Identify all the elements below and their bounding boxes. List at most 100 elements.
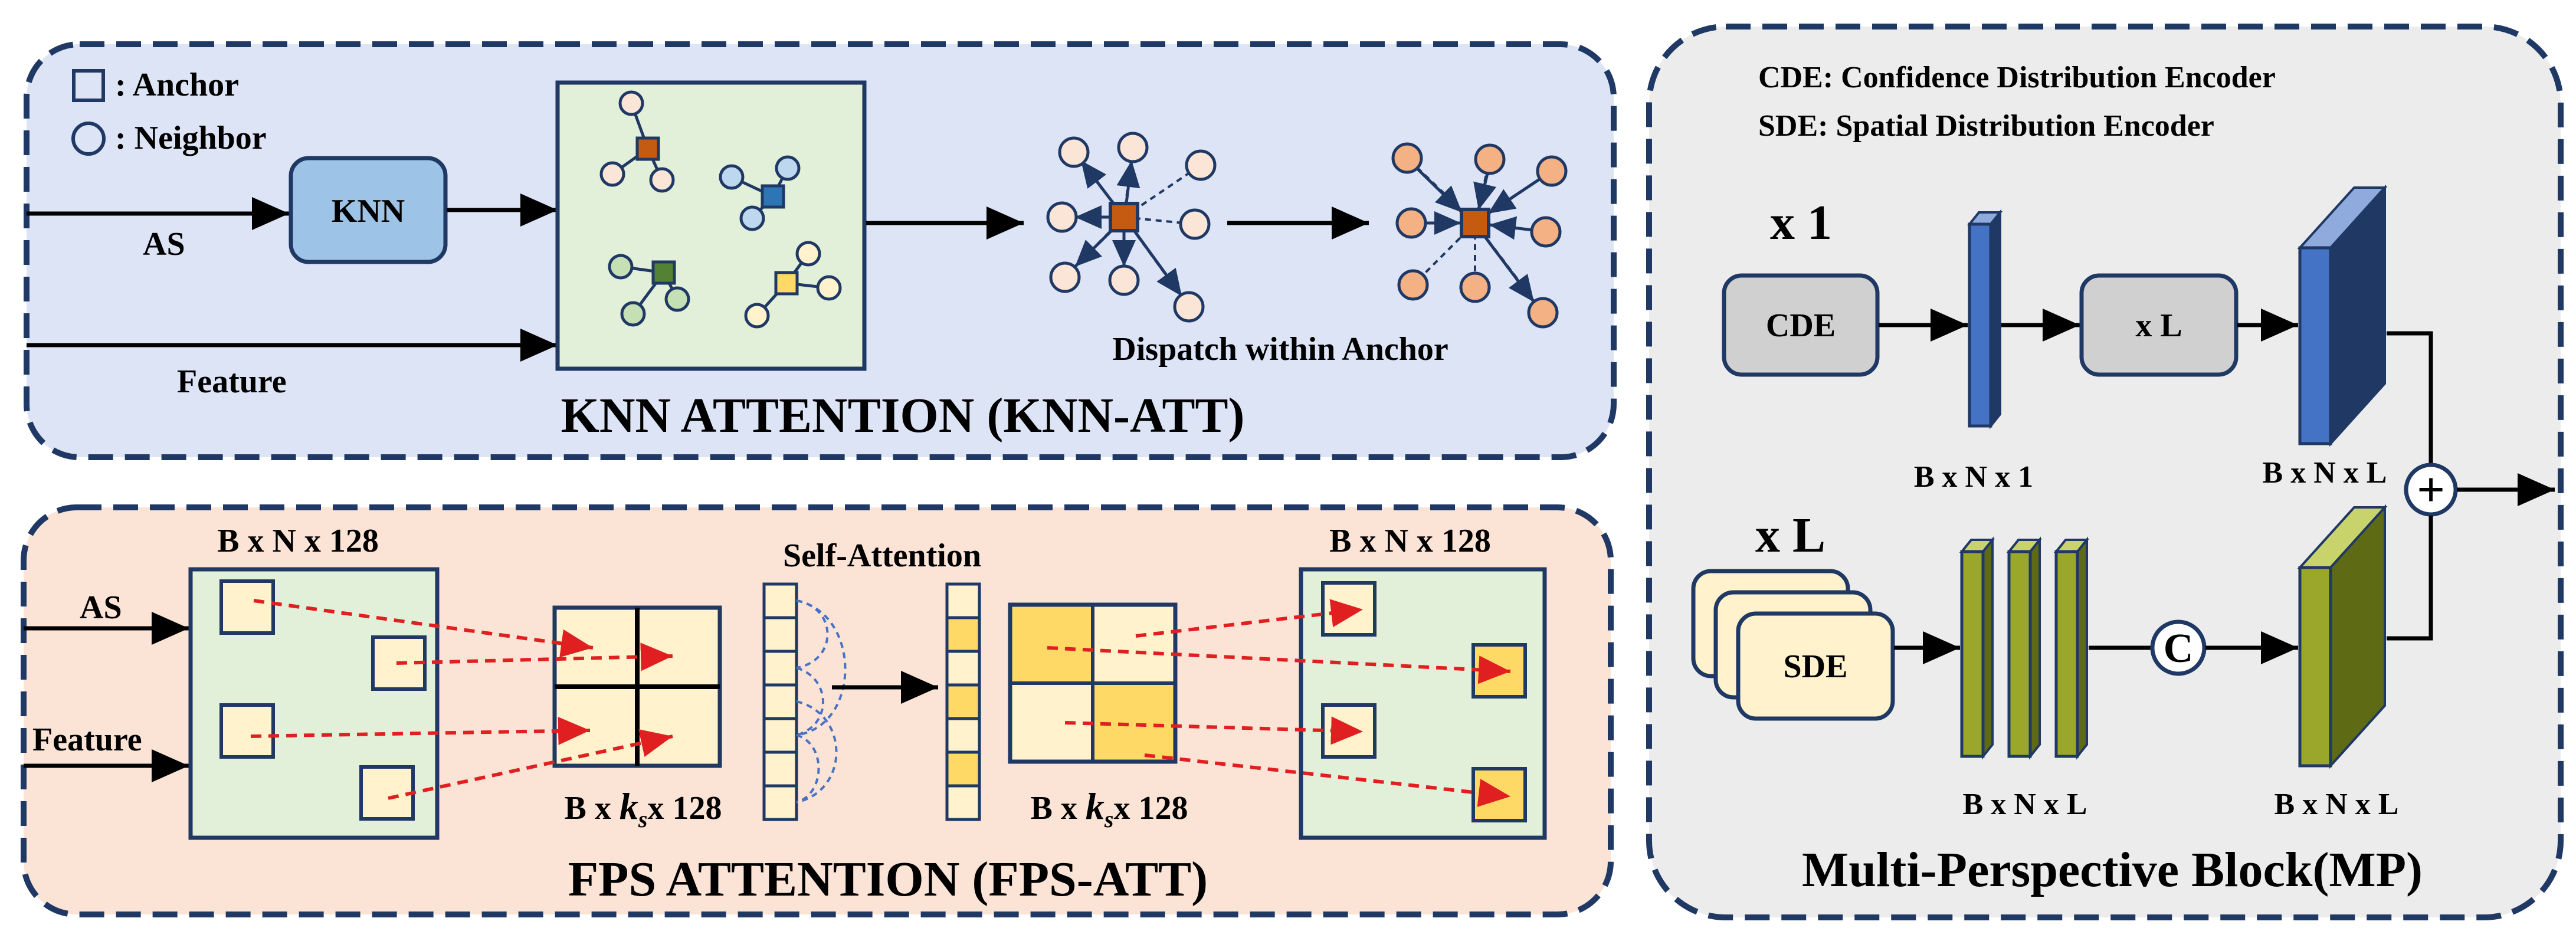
neighbor-node bbox=[739, 205, 765, 231]
anchor-gather-star bbox=[1046, 132, 1217, 323]
sampled-point bbox=[359, 765, 415, 821]
xl-box bbox=[2079, 273, 2239, 377]
xl-top-label: x L bbox=[1755, 508, 1826, 563]
x1-label: x 1 bbox=[1770, 195, 1832, 250]
ks-grid-output bbox=[1008, 602, 1178, 764]
anchor-legend-label: : Anchor bbox=[115, 67, 239, 103]
self-attention-arcs bbox=[796, 599, 847, 804]
cluster-yellow bbox=[744, 241, 842, 329]
dispatch-arrow-red bbox=[1064, 716, 1364, 745]
fps-as-label: AS bbox=[80, 589, 122, 626]
cluster-blue bbox=[719, 155, 801, 231]
knn-as-label: AS bbox=[143, 226, 185, 263]
neighbor-node bbox=[1108, 264, 1140, 296]
dispatch-arrow-red bbox=[1144, 753, 1511, 807]
knn-panel-title: KNN ATTENTION (KNN-ATT) bbox=[561, 388, 1245, 443]
fps-attention-panel: B x N x 128 AS Feature B x ksx 128 Self-… bbox=[21, 504, 1614, 917]
sample-arrow bbox=[396, 642, 673, 671]
neighbor-node bbox=[1058, 136, 1090, 168]
anchor-legend-square bbox=[72, 69, 105, 102]
neighbor-node bbox=[816, 275, 842, 301]
neighbor-node bbox=[599, 161, 625, 187]
multi-perspective-panel: CDE: Confidence Distribution Encoder SDE… bbox=[1646, 24, 2564, 920]
bottom-to-sum-line bbox=[2387, 516, 2433, 641]
neighbor-node bbox=[1117, 132, 1149, 163]
cde-box bbox=[1722, 273, 1880, 377]
xl-box-label: x L bbox=[2135, 307, 2182, 344]
fps-left-dim-label: B x N x 128 bbox=[217, 523, 379, 559]
neighbor-node bbox=[1185, 149, 1217, 181]
knn-cluster-box bbox=[555, 80, 867, 371]
neighbor-node bbox=[1046, 201, 1078, 233]
top-to-sum-line bbox=[2387, 331, 2433, 466]
sde-box bbox=[1736, 611, 1895, 721]
feature-bar-olive-1 bbox=[1959, 536, 1995, 760]
ks-dim-label-left: B x ksx 128 bbox=[565, 785, 722, 832]
neighbor-node bbox=[1397, 269, 1429, 301]
knn-box bbox=[289, 156, 448, 264]
neighbor-node bbox=[649, 167, 675, 193]
neighbor-node bbox=[608, 254, 634, 280]
neighbor-node bbox=[618, 90, 644, 116]
concat-symbol: C bbox=[2164, 626, 2194, 671]
neighbor-node bbox=[744, 303, 770, 329]
sum-node bbox=[2404, 463, 2458, 517]
neighbor-node bbox=[1179, 208, 1211, 240]
knn-attention-panel: : Anchor : Neighbor AS Feature KNN bbox=[24, 41, 1617, 460]
neighbor-node bbox=[664, 286, 690, 312]
anchor-node bbox=[774, 271, 799, 296]
anchor-dispatch-star bbox=[1391, 142, 1568, 329]
neighbor-node bbox=[620, 301, 646, 327]
dim-bn1-label: B x N x 1 bbox=[1914, 460, 2033, 494]
token-column-output bbox=[945, 582, 981, 821]
sample-arrow bbox=[250, 716, 591, 745]
dim-bnl-bottom-label: B x N x L bbox=[1963, 788, 2087, 821]
ks-grid-input bbox=[552, 605, 722, 768]
dispatch-arrow-red bbox=[1047, 646, 1511, 684]
mp-panel-title: Multi-Perspective Block(MP) bbox=[1802, 842, 2423, 897]
knn-feature-label: Feature bbox=[177, 363, 287, 400]
neighbor-node bbox=[775, 155, 801, 181]
neighbor-legend-circle bbox=[71, 122, 106, 156]
neighbor-node bbox=[1536, 155, 1568, 187]
cde-definition: CDE: Confidence Distribution Encoder bbox=[1758, 61, 2276, 94]
dispatch-arrow-red bbox=[1135, 599, 1364, 638]
neighbor-node bbox=[1395, 207, 1427, 239]
feature-bar-bnl-top bbox=[2297, 184, 2388, 447]
dispatch-label: Dispatch within Anchor bbox=[1112, 331, 1448, 368]
sampled-point bbox=[219, 703, 275, 759]
fps-panel-title: FPS ATTENTION (FPS-ATT) bbox=[568, 852, 1208, 907]
neighbor-node bbox=[795, 241, 821, 267]
fps-feature-label: Feature bbox=[32, 722, 142, 758]
feature-bar-bnl-out bbox=[2297, 504, 2388, 769]
cde-box-label: CDE bbox=[1766, 307, 1836, 344]
dim-bnl-out-label: B x N x L bbox=[2275, 788, 2399, 821]
sde-definition: SDE: Spatial Distribution Encoder bbox=[1758, 109, 2214, 143]
neighbor-node bbox=[1474, 143, 1506, 175]
sampled-point bbox=[219, 579, 275, 635]
anchor-node bbox=[635, 136, 660, 161]
self-attention-label: Self-Attention bbox=[783, 537, 981, 574]
cluster-orange bbox=[599, 90, 675, 193]
neighbor-legend-label: : Neighbor bbox=[115, 120, 267, 156]
cluster-green bbox=[608, 254, 690, 327]
neighbor-node bbox=[1527, 297, 1559, 329]
token-column-input bbox=[762, 582, 798, 821]
neighbor-node bbox=[1459, 271, 1491, 303]
ks-dim-label-right: B x ksx 128 bbox=[1031, 785, 1188, 832]
neighbor-node bbox=[1049, 261, 1081, 293]
neighbor-node bbox=[1173, 291, 1205, 323]
anchor-node bbox=[651, 260, 676, 285]
anchor-node bbox=[1109, 202, 1139, 232]
neighbor-node bbox=[1530, 216, 1562, 248]
dim-bnl-top-label: B x N x L bbox=[2263, 456, 2387, 490]
neighbor-node bbox=[719, 164, 745, 190]
feature-bar-olive-2 bbox=[2006, 536, 2043, 760]
sample-arrow bbox=[388, 729, 673, 800]
fps-right-dim-label: B x N x 128 bbox=[1329, 523, 1491, 559]
neighbor-node bbox=[1391, 142, 1423, 174]
sample-arrow bbox=[253, 599, 594, 658]
sum-symbol: + bbox=[2417, 463, 2445, 517]
sampled-point bbox=[1321, 581, 1377, 637]
